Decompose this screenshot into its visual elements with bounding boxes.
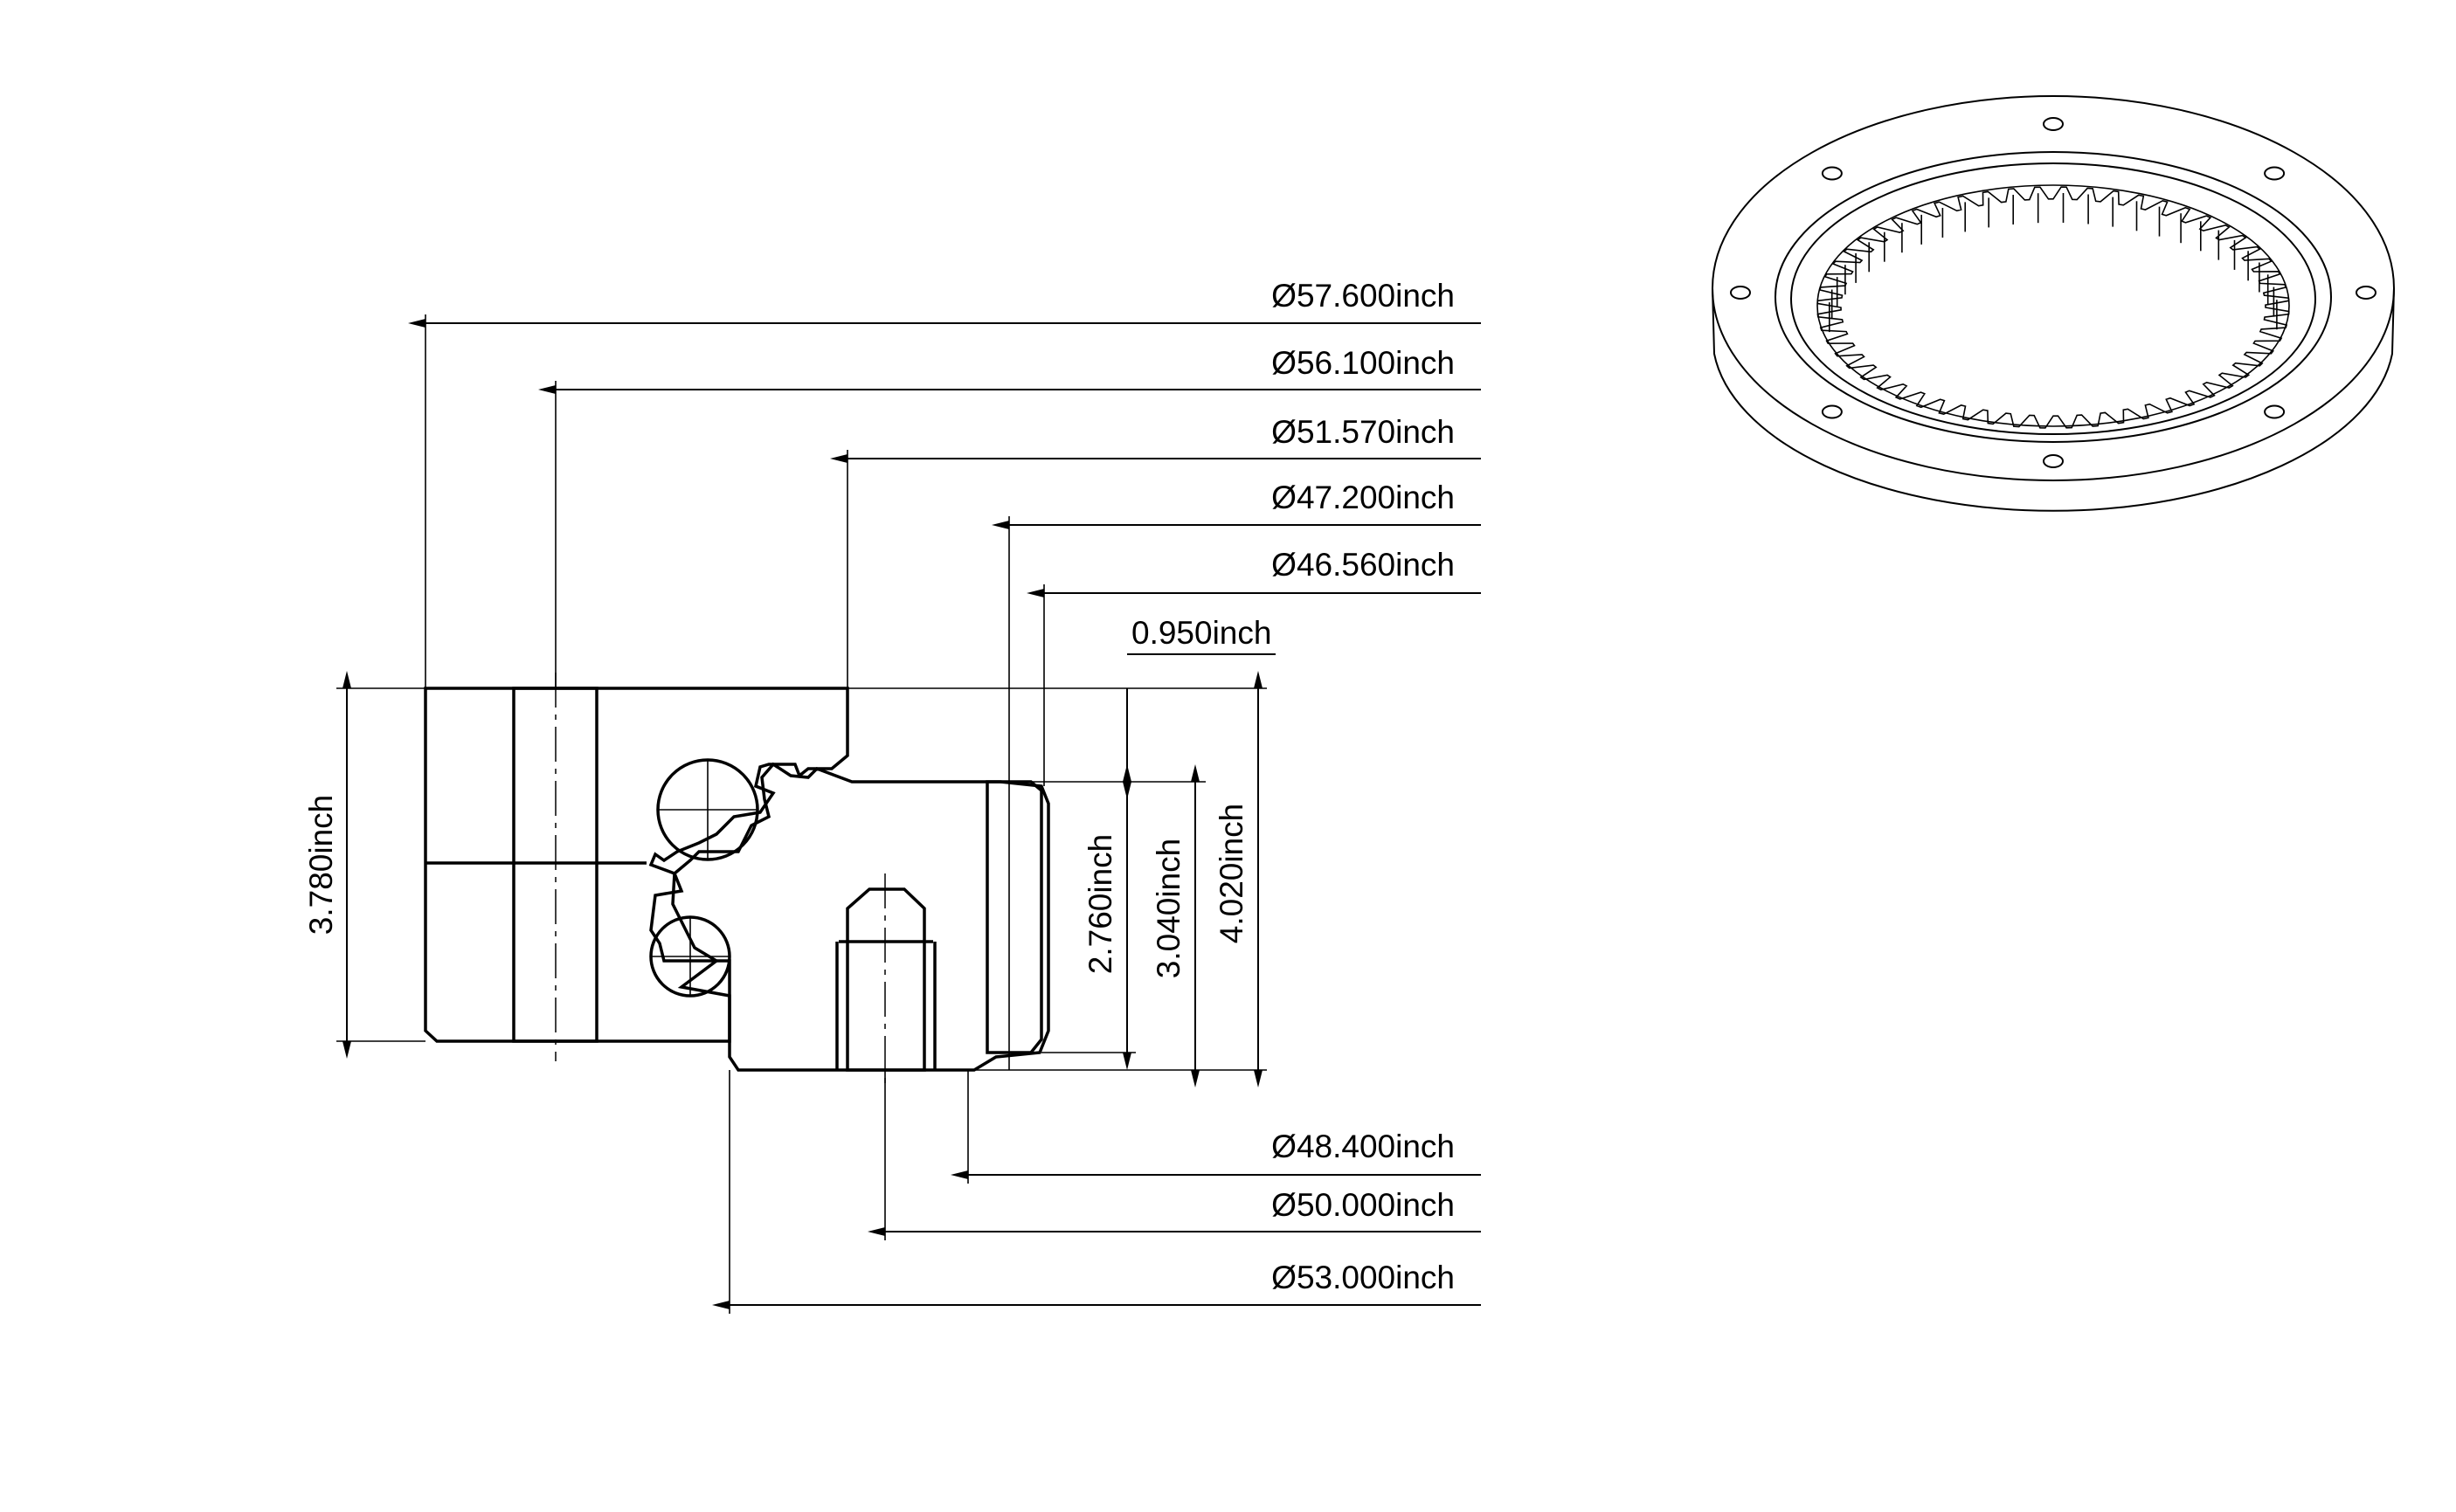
dim-label-v2: 2.760inch — [1083, 834, 1118, 974]
bolt-hole — [2264, 166, 2286, 181]
outer-ring-section — [424, 687, 849, 1043]
dim-label-d9: Ø53.000inch — [1271, 1260, 1455, 1295]
top-dimensions: Ø57.600inch Ø56.100inch Ø51.570inch Ø47.… — [408, 278, 1481, 1070]
outer-rim-top — [1712, 95, 2395, 481]
bolt-hole — [1821, 404, 1843, 419]
outer-rim-side — [1712, 287, 2395, 512]
dim-label-d8: Ø50.000inch — [1271, 1187, 1455, 1223]
dim-label-v4: 4.020inch — [1214, 804, 1249, 943]
inner-rim — [1775, 151, 2332, 443]
vertical-dimensions: 3.780inch 2.760inch 3.040inch 4.020inch — [303, 671, 1267, 1087]
gear-tooth-flank — [986, 780, 1043, 1054]
gear-tooth-profile — [1816, 186, 2290, 429]
bolt-hole — [2264, 404, 2286, 419]
dim-label-d7: Ø48.400inch — [1271, 1129, 1455, 1164]
bolt-hole — [2043, 454, 2064, 468]
dim-label-d6: 0.950inch — [1131, 615, 1271, 651]
bolt-hole — [2043, 117, 2064, 131]
bolt-hole — [1821, 166, 1843, 181]
bolt-hole — [1730, 286, 1751, 300]
inner-rim-2 — [1790, 162, 2316, 435]
ring-isometric-view — [1712, 95, 2395, 512]
bolt-holes — [1730, 117, 2376, 468]
gear-root-circle — [1816, 184, 2290, 427]
cross-section — [424, 673, 1050, 1083]
dim-label-d2: Ø56.100inch — [1271, 345, 1455, 381]
inner-ring-section — [671, 762, 1050, 1072]
dim-label-d5: Ø46.560inch — [1271, 547, 1455, 583]
dim-label-v3: 3.040inch — [1151, 839, 1186, 978]
bottom-dimensions: Ø48.400inch Ø50.000inch Ø53.000inch — [712, 1070, 1481, 1314]
dim-label-d3: Ø51.570inch — [1271, 414, 1455, 450]
gear-teeth — [1816, 186, 2290, 429]
dim-label-d4: Ø47.200inch — [1271, 480, 1455, 515]
inner-bolt-hole — [846, 887, 926, 1072]
dim-label-d1: Ø57.600inch — [1271, 278, 1455, 314]
dim-label-v1: 3.780inch — [303, 795, 339, 935]
bolt-hole — [2356, 286, 2376, 300]
